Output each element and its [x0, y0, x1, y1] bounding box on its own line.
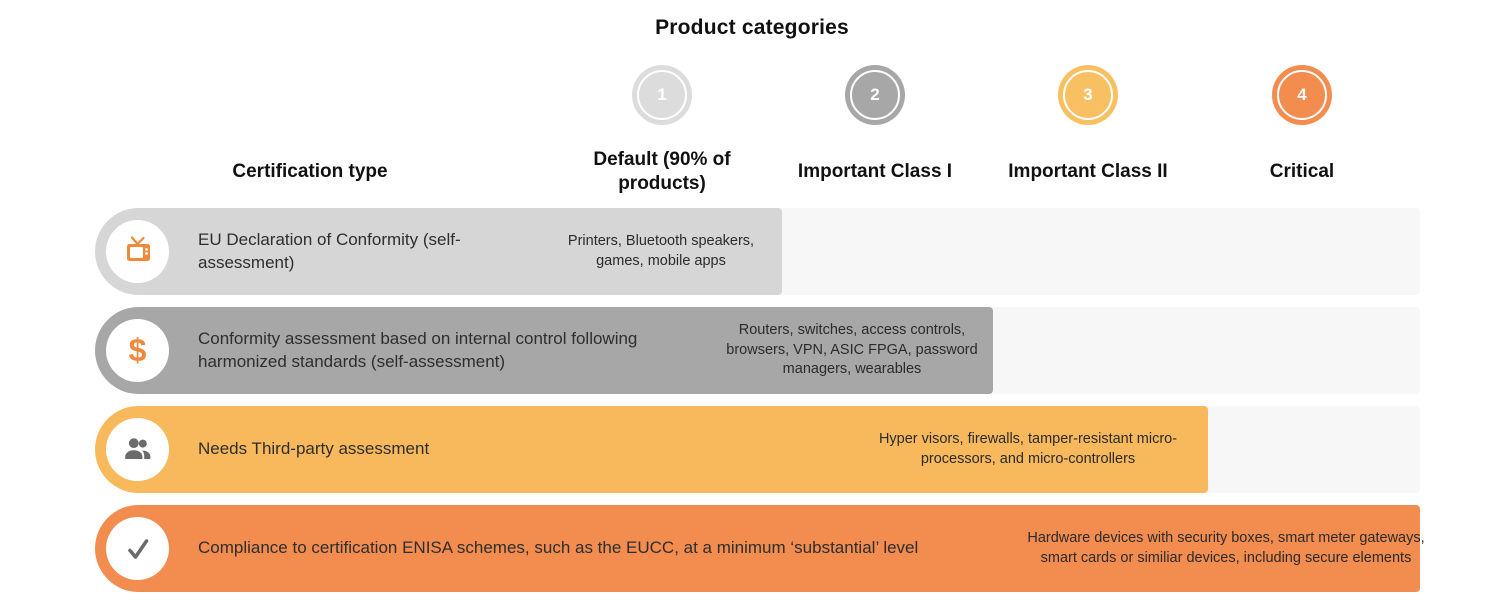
tv-icon: [120, 234, 156, 270]
category-number: 2: [870, 85, 880, 104]
certification-type-label: EU Declaration of Conformity (self-asses…: [198, 229, 461, 272]
certification-type-label: Compliance to certification ENISA scheme…: [198, 538, 919, 558]
category-number: 4: [1297, 85, 1307, 104]
row-bar: [95, 208, 782, 295]
column-header-default: Default (90% of products): [593, 149, 731, 194]
category-number: 3: [1083, 85, 1093, 104]
category-circle-2: 2: [845, 65, 905, 125]
product-examples: Hyper visors, firewalls, tamper-resistan…: [878, 430, 1178, 467]
check-icon: [120, 531, 156, 567]
dollar-icon: $: [128, 331, 147, 368]
product-examples: Routers, switches, access controls, brow…: [726, 322, 978, 378]
column-header-critical: Critical: [1269, 161, 1335, 183]
category-circle-4: 4: [1272, 65, 1332, 125]
column-header-important-class-1: Important Class I: [797, 161, 953, 183]
row-icon-badge: [106, 517, 169, 580]
row-bar: [95, 307, 993, 394]
table-row-enisa-certification: Compliance to certification ENISA scheme…: [95, 505, 1425, 592]
row-icon-badge: $: [106, 319, 169, 382]
column-header-important-class-2: Important Class II: [1008, 161, 1168, 183]
table-row-conformity-assessment: $ Conformity assessment based on interna…: [95, 307, 1420, 394]
row-bar: [95, 406, 1208, 493]
page-title: Product categories: [655, 16, 849, 39]
table-row-third-party-assessment: Needs Third-party assessment Hyper visor…: [95, 406, 1420, 493]
certification-type-label: Conformity assessment based on internal …: [198, 328, 638, 371]
category-circle-1: 1: [632, 65, 692, 125]
product-examples: Printers, Bluetooth speakers, games, mob…: [567, 232, 755, 269]
people-icon: [120, 432, 156, 468]
certification-type-label: Needs Third-party assessment: [198, 439, 430, 459]
row-bar: [95, 505, 1420, 592]
row-icon-badge: [106, 418, 169, 481]
product-examples: Hardware devices with security boxes, sm…: [1027, 529, 1425, 566]
category-circle-3: 3: [1058, 65, 1118, 125]
column-header-certification-type: Certification type: [232, 161, 388, 183]
table-row-eu-declaration: EU Declaration of Conformity (self-asses…: [95, 208, 1420, 295]
category-number: 1: [657, 85, 667, 104]
row-icon-badge: [106, 220, 169, 283]
